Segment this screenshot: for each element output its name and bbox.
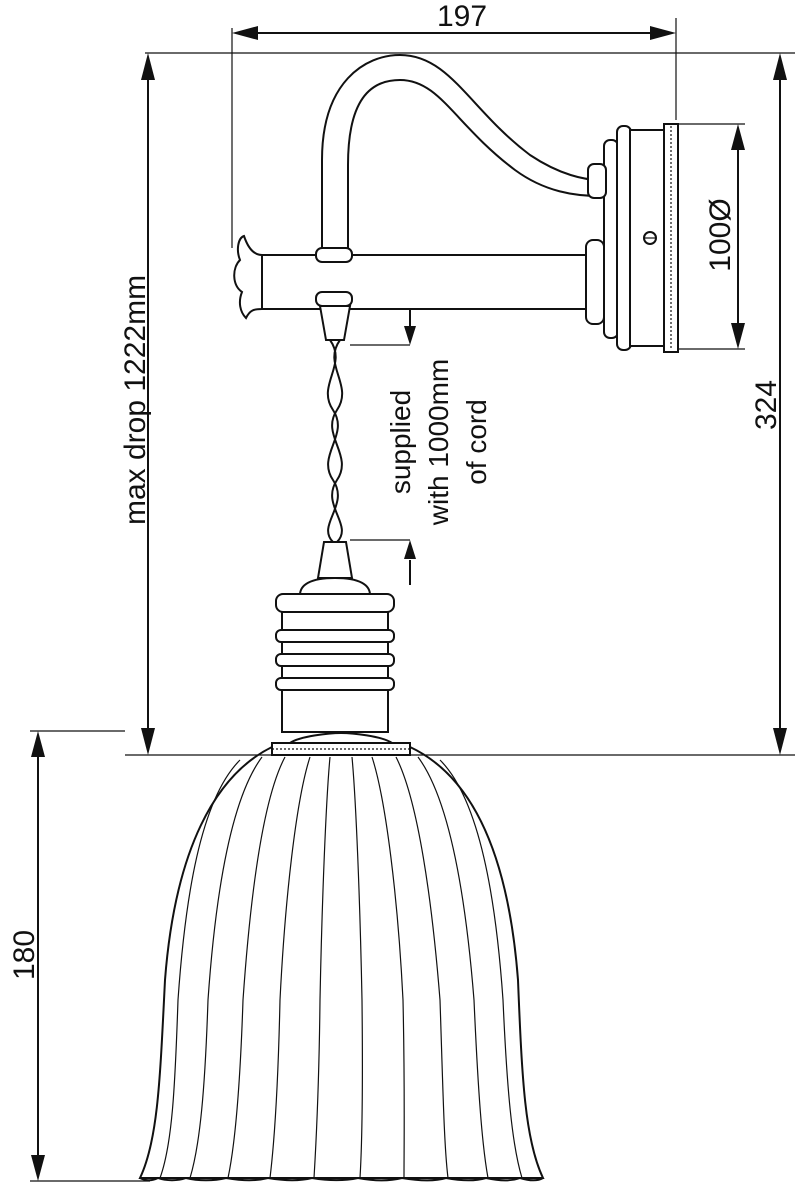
- max-drop-dimension: max drop 1222mm: [119, 53, 155, 755]
- cord-length-note: supplied with 1000mm of cord: [350, 300, 492, 585]
- shade-height-label: 180: [8, 930, 41, 980]
- cord-note-line-2: with 1000mm: [423, 359, 454, 527]
- shade-gallery: [271, 731, 411, 756]
- swan-neck-arm: [321, 53, 607, 252]
- shade-height-dimension: 180: [8, 730, 150, 1182]
- height-dimension: 324: [125, 52, 795, 756]
- twisted-cord: [316, 305, 354, 579]
- backplate-diameter-dimension: 100Ø: [676, 123, 745, 350]
- horizontal-bracket-bar: [233, 234, 605, 325]
- backplate-diameter-label: 100Ø: [704, 198, 737, 271]
- backplate: [603, 123, 679, 353]
- max-drop-label: max drop 1222mm: [119, 275, 152, 525]
- cord-note-line-3: of cord: [461, 399, 492, 485]
- fluted-glass-shade: [138, 746, 545, 1182]
- width-label: 197: [437, 0, 487, 33]
- cord-note-line-1: supplied: [385, 390, 416, 494]
- lamp-holder: [275, 576, 395, 733]
- height-label: 324: [750, 380, 783, 430]
- width-dimension: 197: [231, 0, 677, 248]
